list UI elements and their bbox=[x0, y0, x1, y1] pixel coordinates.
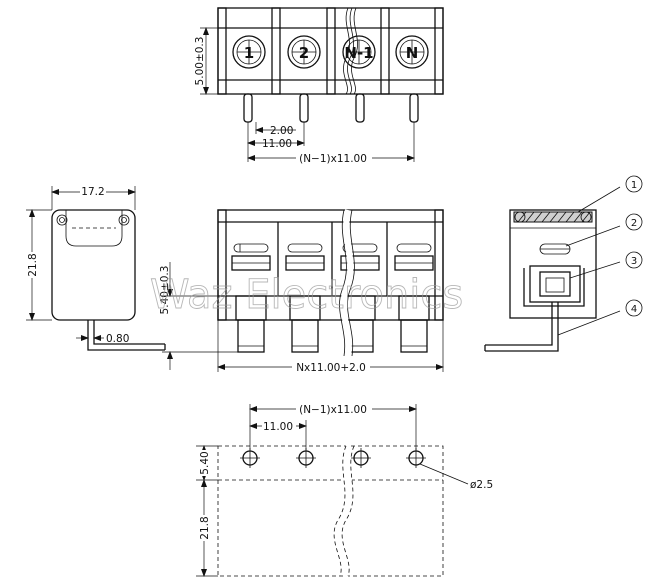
callout-2: 2 bbox=[631, 218, 637, 229]
terminal-label-n: N bbox=[406, 44, 419, 62]
dim-pin-side: 0.80 bbox=[106, 333, 129, 345]
pcb-footprint-outline bbox=[217, 445, 444, 577]
dim-pin-height-front: 5.40±0.3 bbox=[159, 266, 171, 315]
screw-icon bbox=[395, 35, 429, 69]
section-view: 1 2 3 4 bbox=[484, 175, 643, 352]
pcb-layout: ø2.5 (N−1)x11.00 11.00 5.40 21.8 bbox=[196, 402, 493, 578]
terminal-label-n-minus-1: N-1 bbox=[344, 44, 373, 62]
screw-icon bbox=[232, 35, 266, 69]
front-view: 5.40±0.3 Nx11.00+2.0 bbox=[159, 209, 444, 374]
terminal-label-1: 1 bbox=[244, 44, 254, 62]
dim-height-side: 21.8 bbox=[27, 253, 39, 276]
callout-3: 3 bbox=[631, 256, 637, 267]
callout-4: 4 bbox=[631, 304, 637, 315]
callout-1: 1 bbox=[631, 180, 637, 191]
dim-pitch-top: 11.00 bbox=[262, 138, 292, 150]
screw-icon bbox=[342, 35, 376, 69]
hole-icon bbox=[296, 448, 316, 468]
top-view: 1 2 N-1 N 5.00±0.3 2.00 11.00 (N−1)x11.0… bbox=[194, 7, 444, 165]
hole-icon bbox=[351, 448, 371, 468]
callout-bubble bbox=[625, 251, 643, 269]
dim-span-top: (N−1)x11.00 bbox=[299, 153, 367, 165]
section-body-outline bbox=[509, 209, 597, 319]
dim-body-pcb: 21.8 bbox=[199, 516, 211, 539]
dim-height-top: 5.00±0.3 bbox=[194, 37, 206, 86]
dim-row-pcb: 5.40 bbox=[199, 451, 211, 474]
callout-bubble bbox=[625, 299, 643, 317]
dim-pitch-pcb: 11.00 bbox=[263, 421, 293, 433]
dim-total-width: Nx11.00+2.0 bbox=[296, 362, 366, 374]
callout-bubble bbox=[625, 213, 643, 231]
screw-icon bbox=[287, 35, 321, 69]
hole-icon bbox=[406, 448, 426, 468]
dim-span-pcb: (N−1)x11.00 bbox=[299, 404, 367, 416]
dim-hole-diameter: ø2.5 bbox=[470, 479, 493, 491]
side-body-outline bbox=[51, 209, 136, 321]
watermark: Waz Electronics bbox=[150, 272, 463, 318]
terminal-label-2: 2 bbox=[299, 44, 309, 62]
dim-pin-offset: 2.00 bbox=[270, 125, 293, 137]
side-view: 17.2 21.8 0.80 bbox=[26, 184, 166, 351]
dim-width-side: 17.2 bbox=[81, 186, 104, 198]
callout-bubble bbox=[625, 175, 643, 193]
hole-icon bbox=[240, 448, 260, 468]
